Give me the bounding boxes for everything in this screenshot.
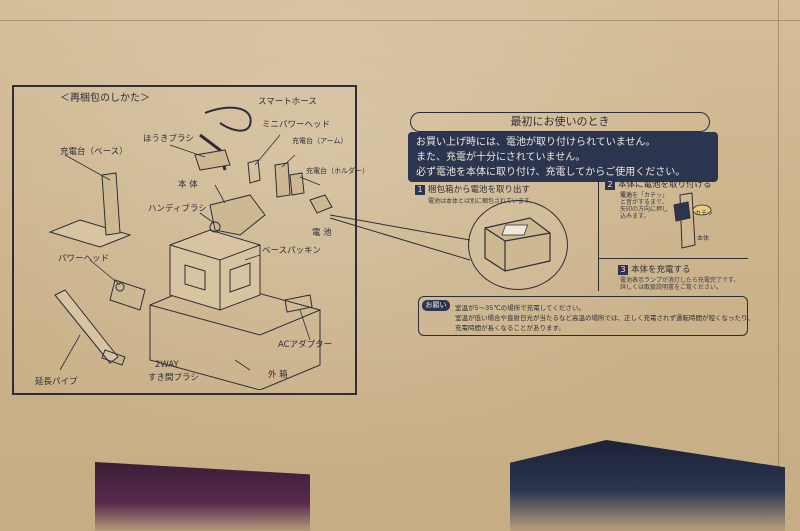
label-2way: 2WAY	[155, 360, 179, 370]
label-crevice-brush: すき間ブラシ	[148, 373, 199, 383]
right-fold-line	[778, 0, 779, 531]
step-2-sub: 電池を「カチッ」と音がするまで、矢印の方向に押し込みます。	[620, 192, 669, 220]
box-flap-left-opening	[95, 462, 310, 531]
label-charger-arm: 充電台（アーム）	[292, 137, 348, 145]
repacking-title: ＜再梱包のしかた＞	[60, 93, 150, 104]
steps-divider-horizontal	[598, 258, 748, 259]
step-1-label: 梱包箱から電池を取り出す	[428, 185, 531, 195]
label-broom-brush: ほうきブラシ	[143, 134, 194, 144]
step-2-tag-battery: 電池	[620, 192, 633, 199]
step-1-number: 1	[415, 185, 425, 195]
caution-line-3: 充電時間が長くなることがあります。	[455, 324, 565, 332]
extension-pipe-shape	[54, 289, 119, 364]
notice-line-1: お買い上げ時には、電池が取り付けられていません。	[416, 137, 656, 148]
label-battery: 電 池	[312, 228, 332, 238]
main-body-shape	[209, 194, 266, 236]
label-main-body: 本 体	[178, 180, 198, 190]
label-power-head: パワーヘッド	[58, 254, 110, 264]
step-3-number: 3	[618, 265, 628, 275]
notice-box: お買い上げ時には、電池が取り付けられていません。 また、充電が十分にされていませ…	[408, 132, 718, 182]
repacking-diagram-frame	[12, 85, 357, 395]
top-fold-line	[0, 20, 800, 21]
label-outer-box: 外 箱	[268, 370, 288, 380]
power-head-shape	[109, 279, 146, 311]
label-extension-pipe: 延長パイプ	[35, 377, 78, 387]
step-2-tag-click: カチッ	[695, 210, 714, 217]
label-base-packing: ベースパッキン	[262, 246, 321, 256]
first-use-title: 最初にお使いのとき	[410, 112, 710, 132]
label-ac-adapter: ACアダプター	[278, 340, 333, 350]
notice-line-2: また、充電が十分にされていません。	[416, 152, 586, 163]
label-handy-brush: ハンディブラシ	[148, 204, 207, 214]
outer-box-shape	[149, 304, 321, 390]
steps-divider-vertical	[598, 176, 599, 291]
step-2-number: 2	[605, 180, 615, 190]
label-smart-hose: スマートホース	[258, 97, 317, 107]
battery-shape	[309, 194, 333, 214]
repacking-diagram	[48, 106, 333, 390]
notice-line-3: 必ず電池を本体に取り付け、充電してからご使用ください。	[416, 167, 686, 178]
caution-box	[418, 296, 748, 336]
caution-line-2: 室温が低い場合や直射日光が当たるなど高温の場所では、正しく充電されず運転時間が短…	[455, 314, 754, 322]
label-mini-power-head: ミニパワーヘッド	[262, 120, 331, 130]
battery-illustration	[484, 217, 551, 272]
battery-callout-line	[330, 214, 470, 261]
step-3-sub: 電池表示ランプが消灯したら充電完了です。詳しくは取扱説明書をご覧ください。	[620, 277, 740, 291]
step-3-label: 本体を充電する	[631, 265, 691, 275]
step-2-tag-body: 本体	[697, 235, 710, 242]
caution-tag: お願い	[422, 300, 450, 311]
label-charger-holder: 充電台（ホルダー）	[306, 167, 369, 175]
caution-line-1: 室温が5～35℃の場所で充電してください。	[455, 304, 585, 312]
label-charger-base: 充電台（ベース）	[60, 147, 128, 157]
step-2-label: 本体に電池を取り付ける	[618, 180, 712, 190]
step-2-illustration	[673, 192, 712, 249]
step-1-sub: 電池は本体とは別に梱包されています。	[428, 198, 536, 205]
